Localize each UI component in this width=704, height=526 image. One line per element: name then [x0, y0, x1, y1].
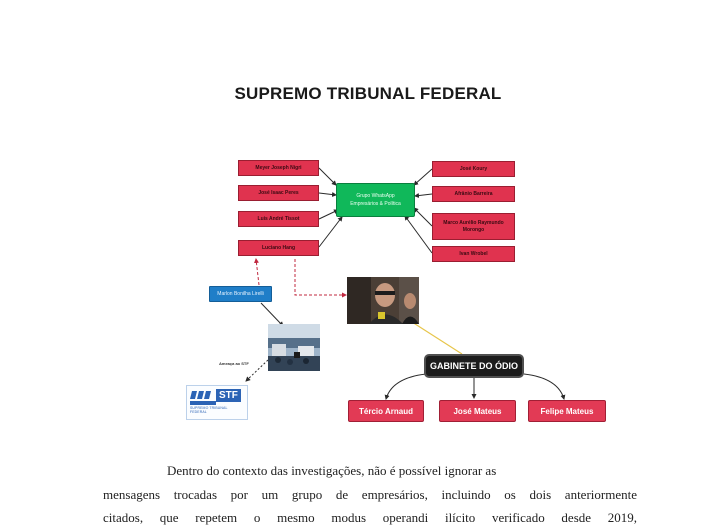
- person-box-marco-aurelio: Marco Aurélio Raymundo Morongo: [432, 213, 515, 240]
- gabinete-box: GABINETE DO ÓDIO: [424, 354, 524, 378]
- member-box-felipe-mateus: Felipe Mateus: [528, 400, 606, 422]
- page-title: SUPREMO TRIBUNAL FEDERAL: [234, 84, 502, 103]
- body-text-line-1-text: Dentro do contexto das investigações, nã…: [167, 463, 497, 478]
- crowd-photo: [268, 324, 320, 371]
- whatsapp-group-line1: Grupo WhatsApp: [356, 193, 395, 199]
- person-box-afranio: Afrânio Barreira: [432, 186, 515, 202]
- person-box-ivan: Ivan Wrobel: [432, 246, 515, 262]
- person-box-marlon: Marlon Bonilha Lirelli: [209, 286, 272, 302]
- person-box-jose-isaac: José Isaac Peres: [238, 185, 319, 201]
- person-box-jose-koury: José Koury: [432, 161, 515, 177]
- person-box-luciano: Luciano Hang: [238, 240, 319, 256]
- stf-emblem-icon: [190, 391, 216, 405]
- whatsapp-group-line2: Empresários & Política: [350, 201, 401, 207]
- body-text-line-2: mensagens trocadas por um grupo de empre…: [103, 487, 637, 502]
- threat-caption: Ameaça ao STF: [219, 361, 249, 366]
- body-text-line-1: Dentro do contexto das investigações, nã…: [103, 463, 637, 479]
- stf-logo-subtitle: SUPREMO TRIBUNAL FEDERAL: [190, 406, 228, 414]
- stf-logo-text: STF: [216, 389, 241, 402]
- stf-logo: STF SUPREMO TRIBUNAL FEDERAL: [186, 385, 248, 420]
- member-box-jose-mateus: José Mateus: [439, 400, 516, 422]
- whatsapp-group-box: Grupo WhatsApp Empresários & Política: [336, 183, 415, 217]
- person-box-meyer: Meyer Joseph Nigri: [238, 160, 319, 176]
- member-box-tercio: Tércio Arnaud: [348, 400, 424, 422]
- person-box-luis-andre: Luis André Tissot: [238, 211, 319, 227]
- portrait-photo: [347, 277, 419, 324]
- body-text-line-3: citados, que repetem o mesmo modus opera…: [103, 510, 637, 525]
